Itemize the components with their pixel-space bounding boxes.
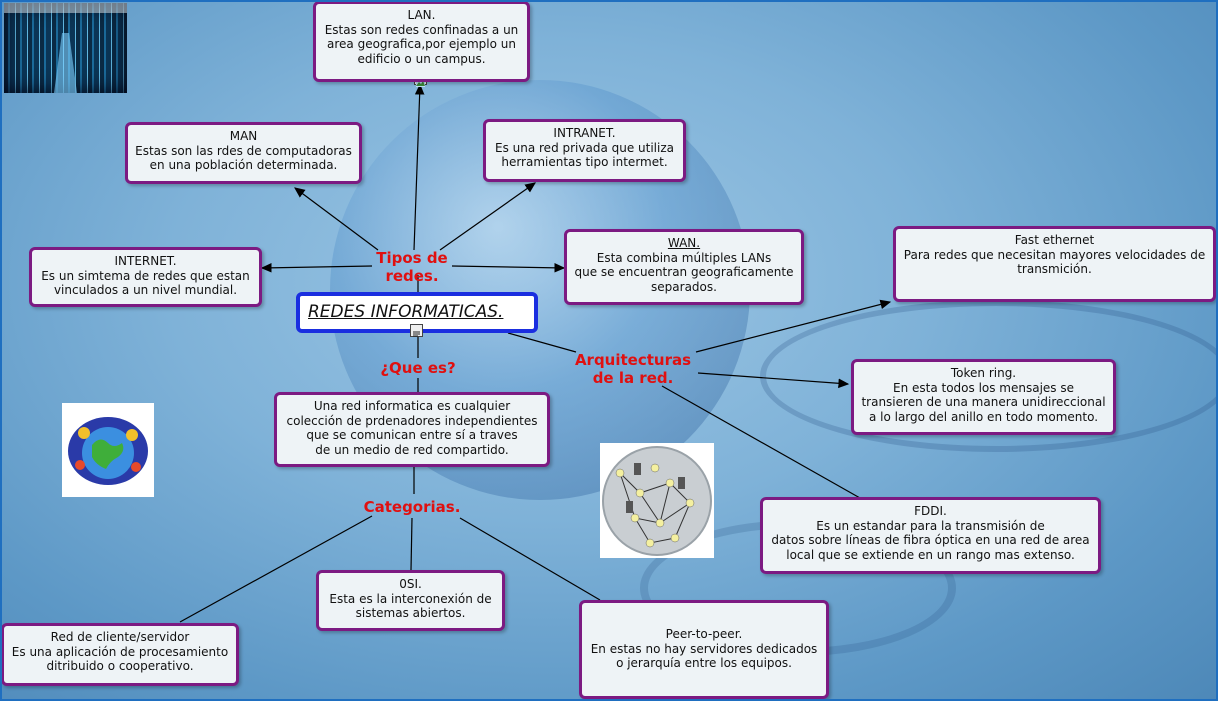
label-que-es: ¿Que es? — [370, 359, 466, 377]
node-token-ring-title: Token ring. — [860, 366, 1107, 381]
node-osi[interactable]: 0SI. Esta es la interconexión de sistema… — [316, 570, 505, 631]
node-cliente-servidor[interactable]: Red de cliente/servidor Es una aplicació… — [1, 623, 239, 686]
node-peer-to-peer-body: En estas no hay servidores dedicados o j… — [588, 642, 820, 671]
link-tipos-lan — [414, 85, 420, 250]
link-arq-fast — [696, 302, 890, 352]
node-intranet-body: Es una red privada que utiliza herramien… — [492, 141, 677, 170]
node-peer-to-peer[interactable]: Peer-to-peer. En estas no hay servidores… — [579, 600, 829, 699]
node-man-title: MAN — [134, 129, 353, 144]
node-man-body: Estas son las rdes de computadoras en un… — [134, 144, 353, 173]
node-osi-title: 0SI. — [325, 577, 496, 592]
node-intranet[interactable]: INTRANET. Es una red privada que utiliza… — [483, 119, 686, 182]
node-intranet-title: INTRANET. — [492, 126, 677, 141]
node-fddi[interactable]: FDDI. Es un estandar para la transmisión… — [760, 497, 1101, 574]
central-topic-title: REDES INFORMATICAS. — [308, 302, 503, 322]
node-lan-body: Estas son redes confinadas a un area geo… — [322, 23, 521, 67]
node-peer-to-peer-title: Peer-to-peer. — [588, 627, 820, 642]
link-cat-osi — [411, 518, 412, 570]
node-fddi-title: FDDI. — [769, 504, 1092, 519]
node-cliente-servidor-body: Es una aplicación de procesamiento ditri… — [10, 645, 230, 674]
node-osi-body: Esta es la interconexión de sistemas abi… — [325, 592, 496, 621]
node-fddi-body: Es un estandar para la transmisión de da… — [769, 519, 1092, 563]
node-token-ring-body: En esta todos los mensajes se transieren… — [860, 381, 1107, 425]
link-tipos-intranet — [440, 183, 535, 250]
link-center-arq — [508, 333, 576, 352]
link-tipos-internet — [262, 266, 372, 268]
node-fast-ethernet-body: Para redes que necesitan mayores velocid… — [902, 248, 1207, 277]
node-wan[interactable]: WAN. Esta combina múltiples LANs que se … — [564, 229, 804, 305]
node-man[interactable]: MAN Estas son las rdes de computadoras e… — [125, 122, 362, 184]
node-wan-body: Esta combina múltiples LANs que se encue… — [573, 251, 795, 295]
datacenter-image — [4, 3, 127, 93]
node-internet-title: INTERNET. — [38, 254, 253, 269]
network-globe-image — [600, 443, 714, 558]
node-fast-ethernet-title: Fast ethernet — [902, 233, 1207, 248]
node-internet[interactable]: INTERNET. Es un simtema de redes que est… — [29, 247, 262, 307]
node-cliente-servidor-title: Red de cliente/servidor — [10, 630, 230, 645]
node-lan-title: LAN. — [322, 8, 521, 23]
note-icon[interactable] — [410, 324, 423, 337]
node-fast-ethernet[interactable]: Fast ethernet Para redes que necesitan m… — [893, 226, 1216, 302]
label-arquitecturas: Arquitecturas de la red. — [566, 351, 700, 387]
globe-clipart — [62, 403, 154, 497]
node-definicion-body: colección de prdenadores independientes … — [283, 414, 541, 458]
link-arq-token — [698, 373, 848, 384]
node-wan-title: WAN. — [573, 236, 795, 251]
node-definicion[interactable]: Una red informatica es cualquier colecci… — [274, 392, 550, 467]
node-internet-body: Es un simtema de redes que estan vincula… — [38, 269, 253, 298]
node-definicion-title: Una red informatica es cualquier — [283, 399, 541, 414]
node-lan[interactable]: LAN. Estas son redes confinadas a un are… — [313, 1, 530, 82]
label-categorias: Categorias. — [350, 498, 474, 516]
link-tipos-man — [295, 188, 378, 250]
label-tipos-de-redes: Tipos de redes. — [366, 249, 458, 285]
node-token-ring[interactable]: Token ring. En esta todos los mensajes s… — [851, 359, 1116, 435]
link-tipos-wan — [452, 266, 564, 268]
